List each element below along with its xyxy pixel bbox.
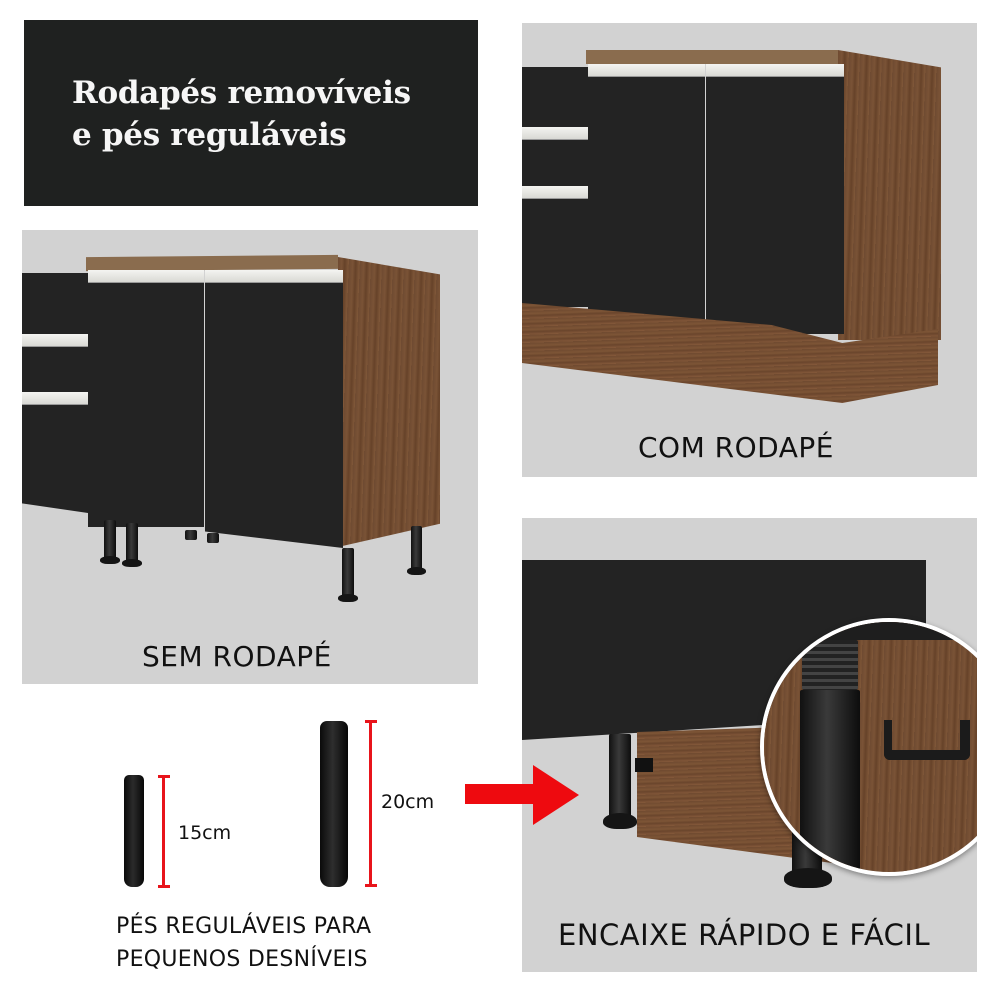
header-title: Rodapés removíveis e pés reguláveis xyxy=(72,72,411,156)
leg xyxy=(342,548,354,598)
header-banner: Rodapés removíveis e pés reguláveis xyxy=(24,20,478,206)
label-15cm: 15cm xyxy=(178,822,232,844)
arrow-shaft xyxy=(465,784,535,804)
leg-foot xyxy=(784,868,832,888)
measure-bar-tall xyxy=(369,721,372,887)
countertop xyxy=(586,50,838,64)
door-handle xyxy=(205,270,343,283)
cabinet-door-left xyxy=(88,272,204,527)
panel-without-baseboard: SEM RODAPÉ xyxy=(22,230,478,684)
door-handle xyxy=(88,270,204,283)
legs-caption-line-1: PÉS REGULÁVEIS PARA xyxy=(116,914,372,939)
leg xyxy=(207,533,219,543)
caption-without-baseboard: SEM RODAPÉ xyxy=(142,640,332,673)
baseboard-clip xyxy=(635,758,653,772)
door-handle xyxy=(706,64,844,77)
leg xyxy=(185,530,197,540)
leg-foot xyxy=(338,594,358,602)
panel-with-baseboard: COM RODAPÉ xyxy=(522,23,977,477)
leg xyxy=(411,526,422,571)
door-handle xyxy=(588,64,705,77)
clip-detail xyxy=(884,720,970,760)
legs-caption: PÉS REGULÁVEIS PARA PEQUENOS DESNÍVEIS xyxy=(116,910,371,976)
legs-caption-line-2: PEQUENOS DESNÍVEIS xyxy=(116,947,368,972)
leg-foot xyxy=(603,813,637,829)
leg xyxy=(609,734,631,818)
leg-thread xyxy=(802,640,858,690)
measure-bar-short xyxy=(162,775,165,887)
leg-foot xyxy=(407,567,426,575)
leg-detail xyxy=(800,690,860,872)
arrow-right-icon xyxy=(533,765,579,825)
leg-foot xyxy=(100,556,120,564)
leg-foot xyxy=(122,559,142,567)
caption-quick-fit: ENCAIXE RÁPIDO E FÁCIL xyxy=(558,918,931,952)
cabinet-door-right xyxy=(706,66,844,334)
drawer-handle xyxy=(522,186,590,199)
label-20cm: 20cm xyxy=(381,791,435,813)
header-title-line-2: e pés reguláveis xyxy=(72,117,347,153)
cabinet-door-right xyxy=(205,272,343,548)
cabinet-side xyxy=(838,50,941,340)
header-title-line-1: Rodapés removíveis xyxy=(72,75,411,111)
drawer-handle xyxy=(22,392,90,405)
leg-tall-icon xyxy=(320,721,348,887)
leg xyxy=(104,520,116,560)
leg xyxy=(126,523,138,563)
cabinet-side xyxy=(338,257,440,547)
caption-with-baseboard: COM RODAPÉ xyxy=(638,431,834,464)
countertop xyxy=(86,254,338,272)
zoom-detail-circle xyxy=(760,618,977,876)
panel-quick-fit: ENCAIXE RÁPIDO E FÁCIL xyxy=(522,518,977,972)
cabinet-door-left xyxy=(588,66,705,324)
drawer-handle xyxy=(522,127,588,140)
drawer-handle xyxy=(22,334,88,347)
leg-short-icon xyxy=(124,775,144,887)
